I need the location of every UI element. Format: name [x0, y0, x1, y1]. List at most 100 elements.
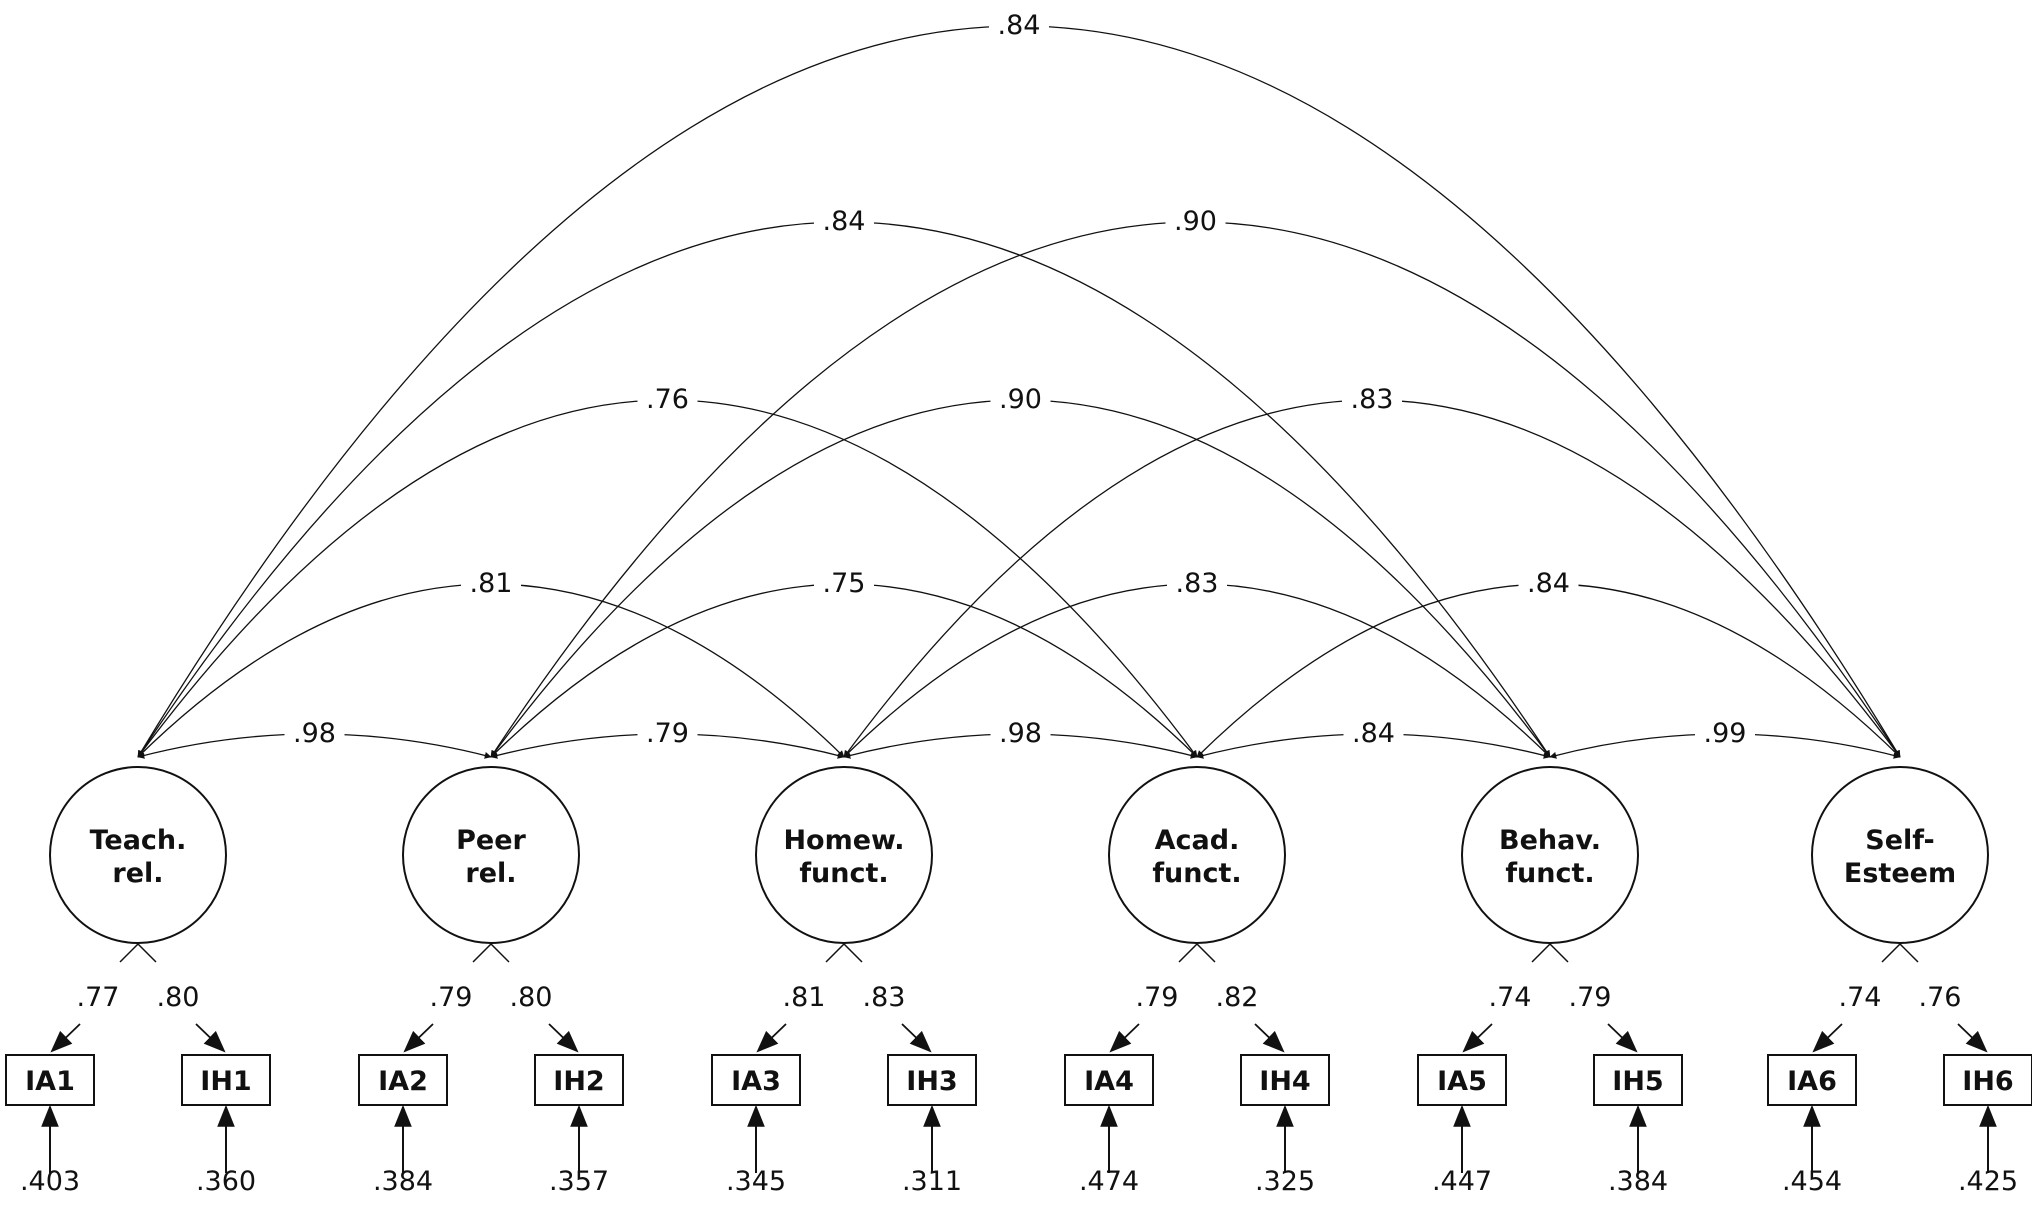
latent-label-line1: Acad. [1155, 825, 1240, 856]
loading-arrow [1957, 1023, 1988, 1053]
loading-arrow [403, 1023, 434, 1053]
correlation-arc [1196, 583, 1901, 758]
error-variance-value: .447 [1432, 1166, 1492, 1197]
correlation-value: .75 [823, 568, 866, 599]
latent-label-line1: Self- [1865, 825, 1935, 856]
loading-line [1178, 943, 1198, 963]
correlation-arc [137, 399, 1198, 758]
correlation-value: .84 [1527, 568, 1570, 599]
error-variance-value: .325 [1255, 1166, 1315, 1197]
correlation-value: .83 [1351, 384, 1394, 415]
correlation-label-bg [1342, 381, 1402, 413]
latent-label-line1: Homew. [783, 825, 904, 856]
correlation-value: .81 [470, 568, 513, 599]
correlation-label-bg [284, 715, 345, 747]
latent-circle [1811, 766, 1989, 944]
correlation-value: .99 [1704, 718, 1747, 749]
latent-factor: Behav.funct. [1461, 766, 1639, 944]
correlation-arc [843, 583, 1551, 758]
loading-line [1881, 943, 1901, 963]
correlation-label-bg [1343, 715, 1404, 747]
correlation-label-bg [1165, 203, 1226, 235]
loading-line [1899, 943, 1919, 963]
loading-line [137, 943, 157, 963]
latent-label-line2: rel. [112, 858, 163, 889]
latent-factor: Acad.funct. [1108, 766, 1286, 944]
indicator-label: IH3 [906, 1066, 957, 1097]
correlation-value: .84 [823, 206, 866, 237]
correlation-arc [490, 583, 1198, 758]
loading-value: .80 [510, 982, 553, 1013]
correlation-value: .98 [999, 718, 1042, 749]
loading-arrow [756, 1023, 787, 1053]
indicator-box [181, 1054, 271, 1106]
indicator-label: IH6 [1962, 1066, 2013, 1097]
loading-line [1196, 943, 1216, 963]
correlation-label-bg [814, 565, 874, 597]
error-variance-value: .360 [196, 1166, 256, 1197]
loading-value: .74 [1489, 982, 1532, 1013]
latent-circle [755, 766, 933, 944]
loading-arrow [1462, 1023, 1493, 1053]
correlation-layer: .98.79.98.84.99.81.75.83.84.76.90.83.84.… [137, 7, 1901, 759]
latent-circle [1461, 766, 1639, 944]
indicator-box [358, 1054, 448, 1106]
correlation-value: .76 [646, 384, 689, 415]
correlation-value: .79 [646, 718, 689, 749]
correlation-value: .84 [998, 10, 1041, 41]
correlation-label-bg [637, 381, 698, 413]
indicator-label: IH1 [200, 1066, 251, 1097]
latent-factor: Teach.rel. [49, 766, 227, 944]
indicator-box [1767, 1054, 1857, 1106]
latent-label-line2: funct. [1152, 858, 1241, 889]
correlation-value: .90 [1174, 206, 1217, 237]
indicator-label: IA1 [25, 1066, 75, 1097]
loading-line [472, 943, 492, 963]
correlation-label-bg [990, 381, 1051, 413]
indicator-label: IA4 [1084, 1066, 1134, 1097]
latent-label-line2: funct. [1505, 858, 1594, 889]
loading-line [1549, 943, 1569, 963]
loading-arrow [1812, 1023, 1843, 1053]
latent-label-line1: Peer [456, 825, 526, 856]
latent-label-line2: Esteem [1844, 858, 1956, 889]
correlation-arc [490, 221, 1901, 758]
latent-label-line1: Behav. [1499, 825, 1601, 856]
loading-arrow [1254, 1023, 1285, 1053]
loading-value: .74 [1839, 982, 1882, 1013]
correlation-label-bg [461, 565, 521, 597]
correlation-label-bg [990, 715, 1051, 747]
indicator-label: IA6 [1787, 1066, 1837, 1097]
loading-value: .77 [77, 982, 120, 1013]
loading-line [490, 943, 510, 963]
latent-label-line1: Teach. [90, 825, 187, 856]
indicator-box [1064, 1054, 1154, 1106]
loading-line [1531, 943, 1551, 963]
loading-arrow [1109, 1023, 1140, 1053]
indicator-box [711, 1054, 801, 1106]
error-variance-value: .384 [373, 1166, 433, 1197]
indicator-label: IA2 [378, 1066, 428, 1097]
correlation-label-bg [637, 715, 698, 747]
loading-arrow [50, 1023, 81, 1053]
correlation-arc [137, 221, 1551, 758]
loading-value: .79 [430, 982, 473, 1013]
correlation-label-bg [814, 203, 874, 235]
correlation-value: .90 [999, 384, 1042, 415]
latent-circle [1108, 766, 1286, 944]
latent-label-line2: funct. [799, 858, 888, 889]
loading-value: .79 [1136, 982, 1179, 1013]
correlation-value: .84 [1352, 718, 1395, 749]
correlation-value: .83 [1176, 568, 1219, 599]
error-variance-value: .384 [1608, 1166, 1668, 1197]
indicator-label: IA3 [731, 1066, 781, 1097]
